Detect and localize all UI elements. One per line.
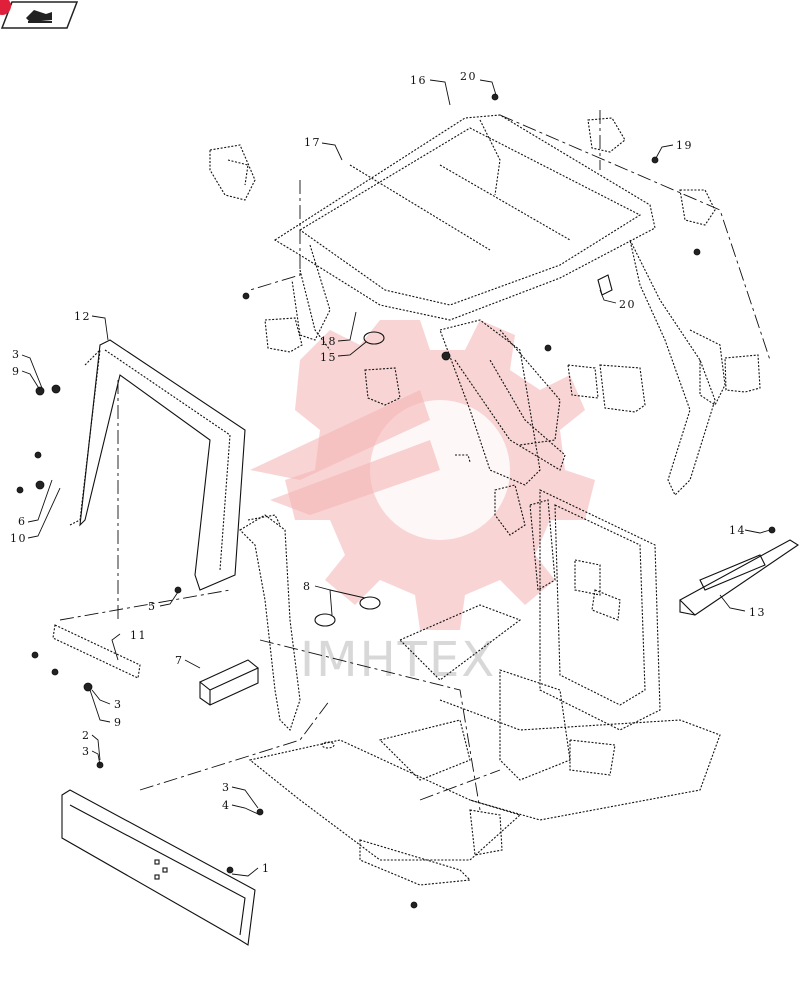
fasteners xyxy=(16,93,776,909)
callout-4: 4 xyxy=(222,799,231,812)
notification-badge xyxy=(0,0,11,15)
callout-20: 20 xyxy=(619,298,636,311)
rops-canopy-frame xyxy=(273,114,726,536)
cushion-7 xyxy=(198,659,260,706)
return-arrow-icon xyxy=(26,10,52,23)
callout-1: 1 xyxy=(262,862,271,875)
cover-plate-11 xyxy=(52,624,141,679)
callout-19: 19 xyxy=(676,139,693,152)
callout-9: 9 xyxy=(12,365,21,378)
callout-2: 2 xyxy=(82,729,91,742)
callout-17: 17 xyxy=(304,136,321,149)
leader-lines xyxy=(21,79,771,877)
callout-8: 8 xyxy=(303,580,312,593)
callout-9: 9 xyxy=(114,716,123,729)
work-lights-and-mirrors xyxy=(209,117,761,463)
callout-11: 11 xyxy=(130,629,147,642)
callout-20: 20 xyxy=(460,70,477,83)
callout-3: 3 xyxy=(114,698,123,711)
callout-13: 13 xyxy=(749,606,766,619)
callout-15: 15 xyxy=(320,351,337,364)
rear-panel-1 xyxy=(61,789,256,946)
grab-handle xyxy=(239,514,335,749)
phantom-lines xyxy=(59,110,771,811)
callout-5: 5 xyxy=(148,600,157,613)
callout-12: 12 xyxy=(74,310,91,323)
watermark-gear-logo xyxy=(250,320,595,630)
callout-6: 6 xyxy=(18,515,27,528)
plugs xyxy=(314,331,385,627)
back-nav-button[interactable] xyxy=(0,0,78,30)
step-plate-13 xyxy=(679,539,800,616)
callout-14: 14 xyxy=(729,524,746,537)
watermark-text: IMHTEX xyxy=(300,632,496,688)
callout-16: 16 xyxy=(410,74,427,87)
rear-window-frame-12 xyxy=(69,339,246,591)
callout-3: 3 xyxy=(222,781,231,794)
callout-3: 3 xyxy=(12,348,21,361)
loader-chassis xyxy=(248,489,721,886)
callout-10: 10 xyxy=(10,532,27,545)
callout-3: 3 xyxy=(82,745,91,758)
callout-labels: 16 20 17 19 20 12 18 15 3 9 6 10 5 8 14 … xyxy=(10,70,766,875)
callout-7: 7 xyxy=(175,654,184,667)
callout-18: 18 xyxy=(320,335,337,348)
